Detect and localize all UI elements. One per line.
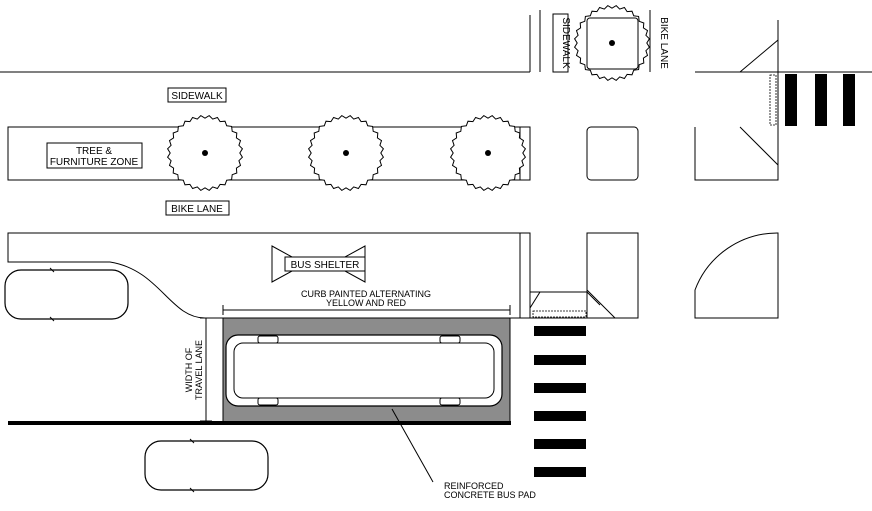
- crosswalk-stripe-right-3: [843, 74, 855, 126]
- bike-lane-label-left: BIKE LANE: [165, 200, 230, 216]
- street-edge-lines: [0, 10, 872, 73]
- svg-text:BIKE LANE: BIKE LANE: [171, 204, 223, 215]
- curb-dimension: CURB PAINTED ALTERNATING YELLOW AND RED: [222, 289, 511, 315]
- curb-label-line2: YELLOW AND RED: [326, 298, 407, 308]
- car-bottom: [144, 438, 269, 493]
- tree-3-trunk: [485, 150, 491, 156]
- crosswalk-bottom: [534, 326, 586, 477]
- tree-1: [166, 114, 244, 192]
- bus-pad-label-line2: CONCRETE BUS PAD: [444, 490, 536, 500]
- tree-zone-label-line2: FURNITURE ZONE: [50, 157, 139, 168]
- median-island: [586, 126, 639, 181]
- svg-text:SIDEWALK: SIDEWALK: [560, 17, 571, 69]
- bus-shelter-label: BUS SHELTER: [291, 260, 360, 271]
- travel-lane-dimension: WIDTH OF TRAVEL LANE: [184, 317, 212, 422]
- width-label-line1: WIDTH OF: [184, 347, 194, 392]
- crosswalk-right: [785, 74, 855, 126]
- crosswalk-stripe-right-2: [815, 74, 827, 126]
- svg-text:BIKE LANE: BIKE LANE: [658, 17, 669, 69]
- bus-pad-label-line1: REINFORCED: [444, 481, 504, 491]
- bus-shelter: BUS SHELTER: [271, 245, 366, 283]
- curb-label-line1: CURB PAINTED ALTERNATING: [301, 289, 431, 299]
- car-left: [4, 267, 129, 322]
- vertical-bike-lane-label: BIKE LANE: [658, 17, 669, 69]
- corner-curb-upper-right: [694, 127, 779, 181]
- bus-stop-block-right: [586, 232, 639, 319]
- bus: [225, 334, 503, 407]
- crosswalk-stripe-bottom-6: [534, 467, 586, 477]
- svg-text:SIDEWALK: SIDEWALK: [171, 91, 223, 102]
- crosswalk-stripe-bottom-4: [534, 411, 586, 421]
- tree-top-crossing: [573, 4, 651, 82]
- crosswalk-stripe-bottom-1: [534, 326, 586, 336]
- road-edge-line: [8, 421, 511, 425]
- vertical-sidewalk-label: SIDEWALK: [552, 13, 571, 73]
- bus-pad-leader: REINFORCED CONCRETE BUS PAD: [391, 408, 536, 500]
- tree-2: [307, 114, 385, 192]
- tree-2-trunk: [343, 150, 349, 156]
- tree-furniture-zone-label: TREE & FURNITURE ZONE: [46, 142, 143, 169]
- width-label-line2: TRAVEL LANE: [194, 340, 204, 400]
- tree-zone-label-line1: TREE &: [76, 146, 112, 157]
- tree-3: [449, 114, 527, 192]
- crosswalk-stripe-bottom-3: [534, 383, 586, 393]
- detectable-warning-strips: [532, 74, 777, 318]
- sidewalk-label-top: SIDEWALK: [167, 87, 227, 103]
- crosswalk-stripe-right-1: [785, 74, 797, 126]
- street-trees: [166, 114, 527, 192]
- tree-top-trunk: [609, 40, 615, 46]
- crosswalk-stripe-bottom-5: [534, 439, 586, 449]
- tree-top: [573, 4, 651, 82]
- crosswalk-stripe-bottom-2: [534, 355, 586, 365]
- tree-grate-top: [586, 17, 639, 70]
- corner-radius-lower-right: [694, 232, 779, 319]
- tree-1-trunk: [202, 150, 208, 156]
- intersection-geometry: [529, 39, 779, 319]
